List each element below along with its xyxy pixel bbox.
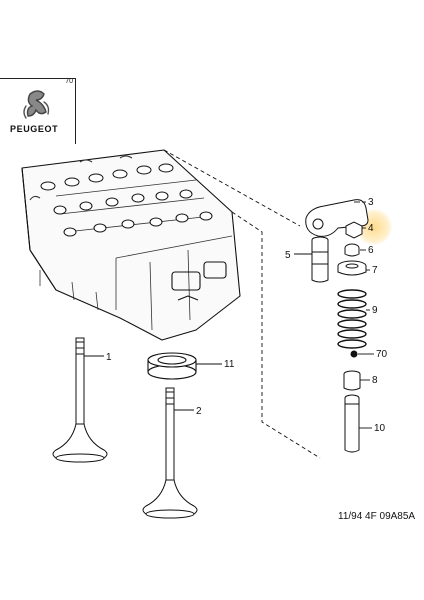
- callout-9: 9: [372, 305, 378, 316]
- marker-dot-70: [350, 350, 358, 358]
- callout-2: 2: [196, 406, 202, 417]
- reference-code: 11/94 4F 09A85A: [338, 511, 416, 522]
- valve-guide-10: [344, 394, 360, 453]
- dashed-frame: [163, 149, 321, 459]
- valve-cap-4: [345, 221, 363, 239]
- rocker-rows: [40, 163, 213, 237]
- valve-2: [142, 387, 198, 519]
- callout-10: 10: [374, 423, 386, 434]
- valve-key-6: [344, 243, 360, 257]
- brand-name: PEUGEOT: [10, 124, 59, 134]
- callout-3: 3: [368, 197, 374, 208]
- peugeot-lion-icon: [23, 90, 50, 119]
- leader-lines: [84, 201, 374, 429]
- callout-70: 70: [376, 349, 388, 360]
- brand-corner-mark: 70: [65, 78, 73, 85]
- brand-frame: 70: [0, 78, 76, 144]
- valve-1: [52, 337, 108, 463]
- spring-retainer-7: [337, 260, 367, 276]
- callout-11: 11: [224, 359, 235, 370]
- valve-spring-9: [337, 289, 367, 349]
- callout-7: 7: [372, 265, 378, 276]
- cylinder-head: [21, 149, 241, 341]
- hydraulic-lash-adjuster-5: [311, 236, 329, 283]
- valve-stem-seal-8: [343, 370, 361, 391]
- callout-8: 8: [372, 375, 378, 386]
- callout-4: 4: [368, 223, 374, 234]
- valve-seat-ring-11: [147, 352, 197, 380]
- rocker-arm-3: [305, 199, 369, 237]
- callout-5: 5: [285, 250, 291, 261]
- callout-1: 1: [106, 352, 112, 363]
- callout-6: 6: [368, 245, 374, 256]
